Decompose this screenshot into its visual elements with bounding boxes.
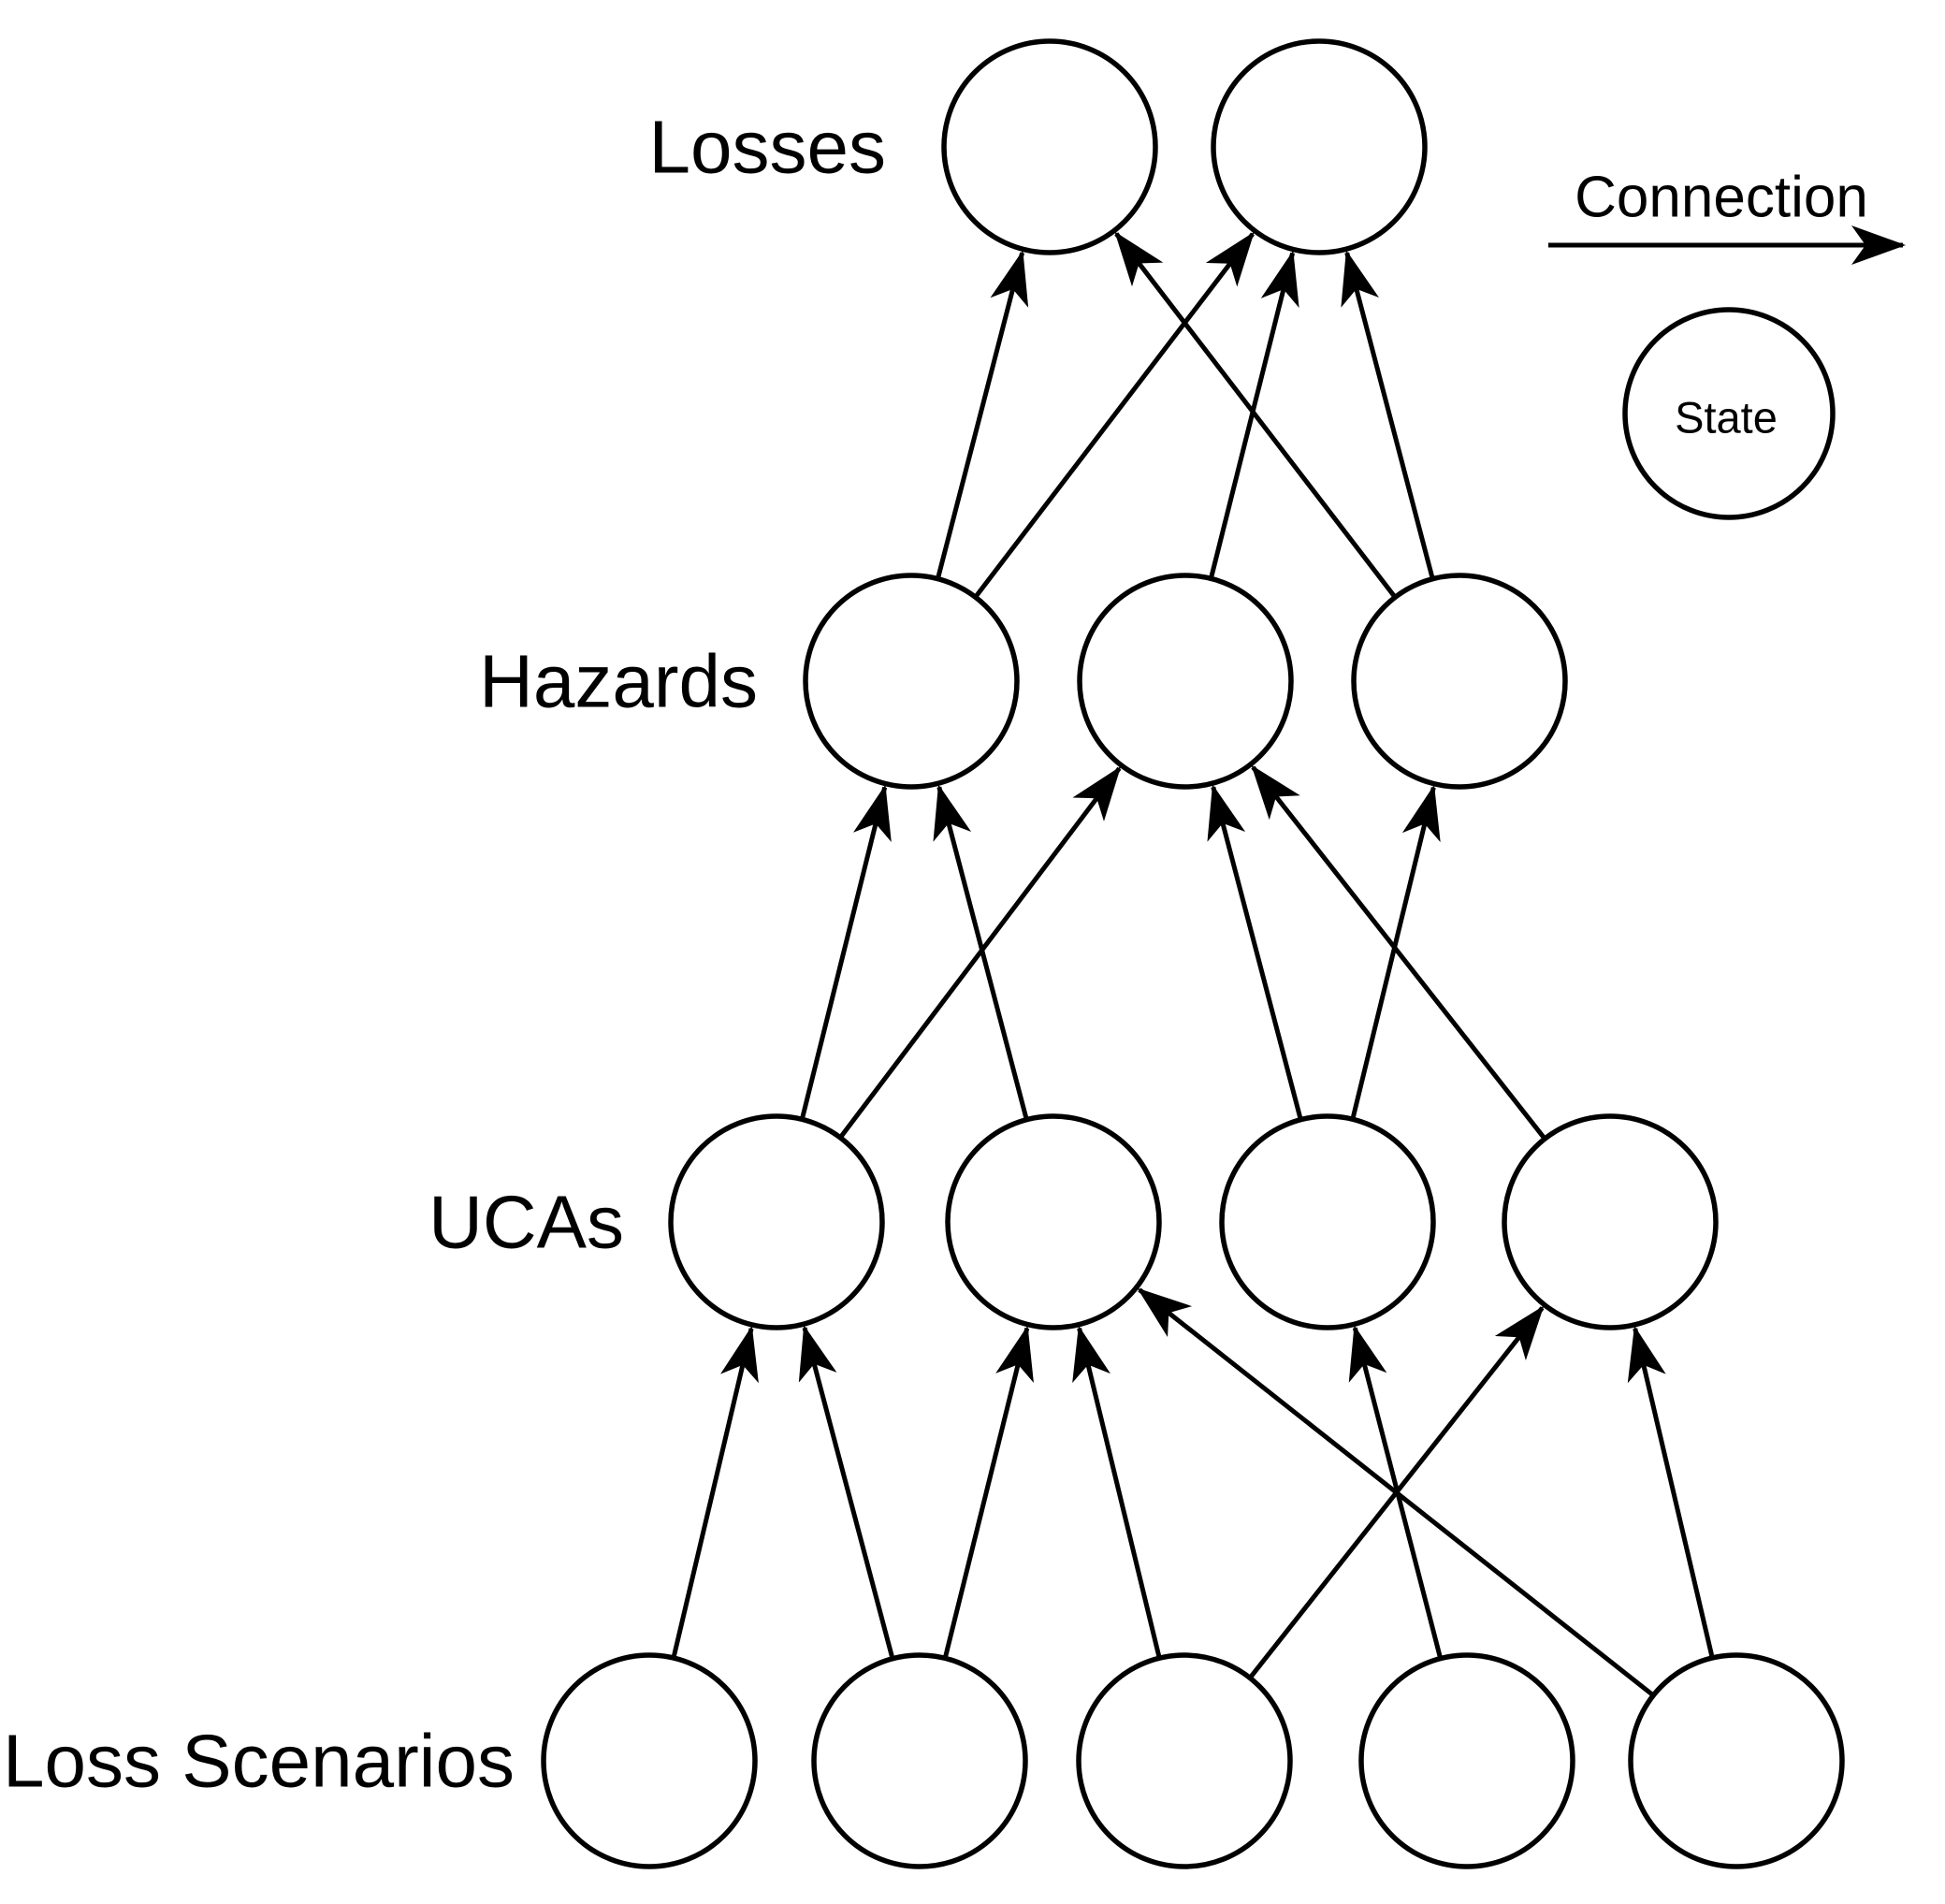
edge-hazard-3-to-loss-1 [1114,231,1396,598]
layer-label-loss: Losses [649,106,886,189]
loss-1-node [941,38,1158,255]
ls-3-node [1076,1652,1293,1869]
legend-state-circle [1622,307,1836,520]
edge-ls-2-to-uca-2 [943,1325,1034,1658]
edge-ls-3-to-uca-4 [1249,1305,1545,1679]
loss-2-node [1211,38,1428,255]
layer-label-uca: UCAs [428,1181,624,1264]
hazard-3-node [1351,573,1568,790]
uca-1-node [668,1113,885,1330]
edge-hazard-3-to-loss-2 [1341,250,1435,578]
edge-hazard-2-to-loss-2 [1209,250,1299,578]
edge-hazard-1-to-loss-1 [936,250,1029,578]
edge-ls-2-to-uca-1 [798,1325,894,1658]
ls-5-node [1628,1652,1845,1869]
edge-uca-1-to-hazard-2 [839,765,1122,1138]
uca-3-node [1219,1113,1436,1330]
edge-ls-5-to-uca-4 [1627,1325,1715,1657]
layer-label-hazard: Hazards [479,640,758,723]
edge-uca-4-to-hazard-2 [1251,764,1546,1140]
nodes-layer [541,38,1845,1869]
hazard-2-node [1077,573,1294,790]
uca-4-node [1502,1113,1719,1330]
legend-connection-label: Connection [1575,166,1868,230]
edges-layer [671,231,1715,1696]
legend-state-label: State [1675,393,1778,443]
ls-2-node [811,1652,1028,1869]
edge-uca-3-to-hazard-2 [1207,784,1303,1119]
edge-ls-3-to-uca-2 [1072,1325,1162,1657]
edge-uca-1-to-hazard-1 [800,784,892,1119]
layer-label-ls: Loss Scenarios [3,1720,515,1803]
ls-4-node [1358,1652,1575,1869]
edge-uca-3-to-hazard-3 [1350,784,1441,1118]
edge-hazard-1-to-loss-2 [974,231,1255,598]
ls-1-node [541,1652,758,1869]
uca-2-node [945,1113,1162,1330]
hazard-1-node [803,573,1020,790]
edge-ls-1-to-uca-1 [671,1325,759,1657]
